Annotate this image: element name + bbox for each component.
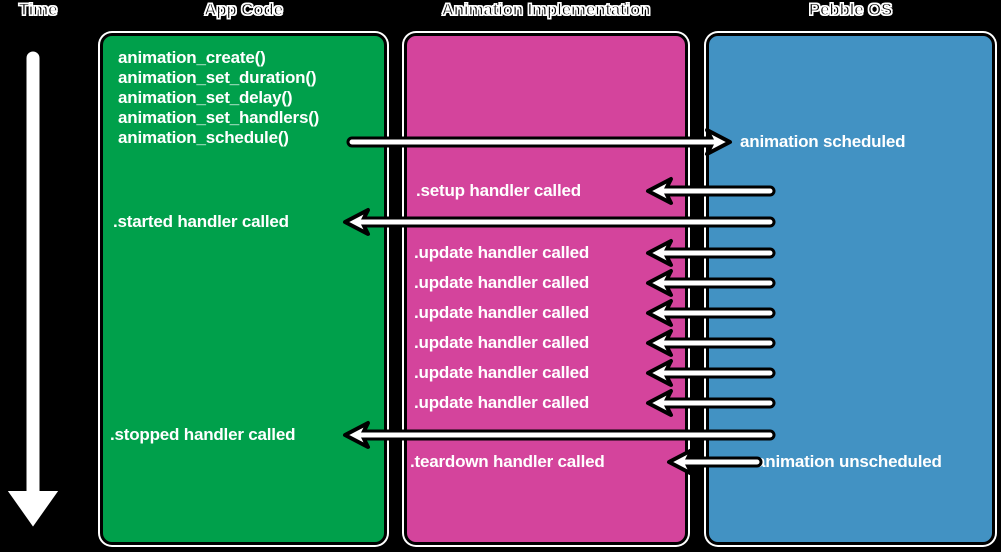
update-handler-label: .update handler called — [414, 333, 590, 352]
app-code-function-line: animation_set_duration() — [118, 68, 317, 87]
app-code-header: App Code — [204, 0, 284, 20]
update-handler-label: .update handler called — [414, 303, 590, 322]
app-code-function-line: animation_set_handlers() — [118, 108, 320, 127]
animation-unscheduled-label: animation unscheduled — [756, 452, 942, 471]
update-handler-label: .update handler called — [414, 393, 590, 412]
animation-implementation-box — [404, 33, 688, 545]
update-handler-label: .update handler called — [414, 273, 590, 292]
setup-handler-label: .setup handler called — [416, 181, 581, 200]
update-handler-label: .update handler called — [414, 363, 590, 382]
animation-scheduled-label: animation scheduled — [740, 132, 906, 151]
update-handler-label-list: .update handler called .update handler ca… — [414, 238, 589, 418]
animation-implementation-header: Animation Implementation — [441, 0, 651, 20]
pebble-os-header: Pebble OS — [808, 0, 893, 20]
app-code-box — [100, 33, 387, 545]
app-code-function-line: animation_set_delay() — [118, 88, 293, 107]
time-arrow — [2, 48, 64, 532]
stopped-handler-label: .stopped handler called — [110, 425, 296, 444]
teardown-handler-label: .teardown handler called — [410, 452, 605, 471]
app-code-function-line: animation_create() — [118, 48, 266, 67]
app-code-function-line: animation_schedule() — [118, 128, 289, 147]
time-header: Time — [18, 0, 58, 20]
app-code-function-list: animation_create()animation_set_duration… — [118, 48, 319, 148]
update-handler-label: .update handler called — [414, 243, 590, 262]
started-handler-label: .started handler called — [113, 212, 289, 231]
